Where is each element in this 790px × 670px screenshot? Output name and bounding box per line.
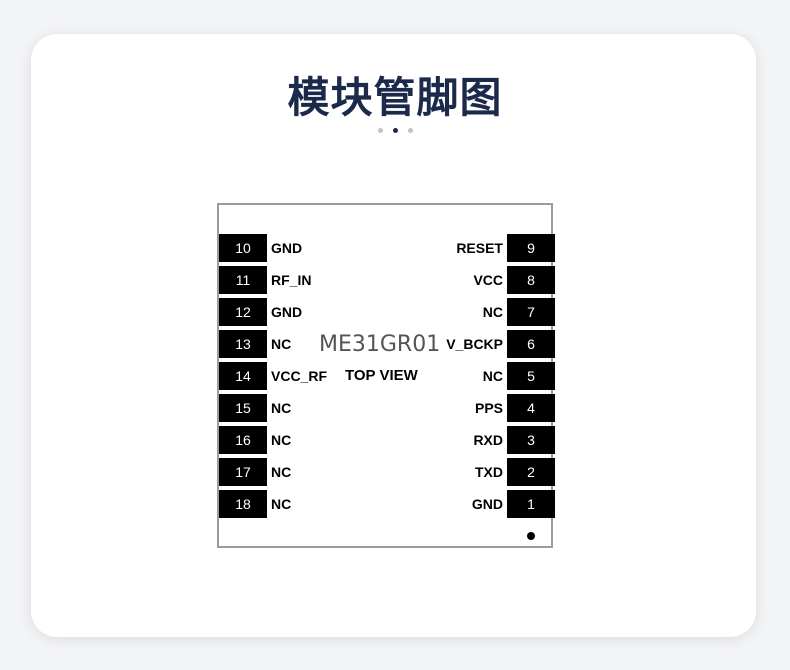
pin-label-right: NC (482, 368, 503, 384)
pin-label-right: RESET (456, 240, 503, 256)
page-title: 模块管脚图 (287, 73, 503, 122)
pin-label-right: RXD (473, 432, 503, 448)
pin-number-left: 15 (219, 394, 267, 422)
chip-outline (217, 203, 553, 548)
pin-number-left: 16 (219, 426, 267, 454)
pin-label-left: GND (271, 240, 303, 256)
pin-number-right: 2 (507, 458, 555, 486)
pin-label-left: RF_IN (271, 272, 312, 288)
pin-number-right: 9 (507, 234, 555, 262)
pin-label-left: GND (271, 304, 303, 320)
pin-label-right: PPS (474, 400, 503, 416)
pin-number-left: 10 (219, 234, 267, 262)
carousel-dot-2[interactable] (392, 128, 398, 133)
pin-number-left: 14 (219, 362, 267, 390)
pin-label-left: NC (271, 496, 292, 512)
pin-number-right: 7 (507, 298, 555, 326)
pin-number-left: 11 (219, 266, 267, 294)
pin-label-left: NC (271, 464, 292, 480)
pin-label-right: TXD (475, 464, 503, 480)
carousel-dots (0, 128, 790, 133)
pin1-marker (527, 532, 535, 540)
pin-label-left: VCC_RF (271, 368, 328, 384)
pin-number-right: 4 (507, 394, 555, 422)
pin-label-right: VCC (473, 272, 503, 288)
carousel-dot-1[interactable] (377, 128, 383, 133)
pin-label-right: NC (482, 304, 503, 320)
pin-label-left: NC (271, 336, 292, 352)
chip-view-label: TOP VIEW (345, 367, 418, 384)
carousel-dot-3[interactable] (407, 128, 413, 133)
pin-label-left: NC (271, 432, 292, 448)
pin-number-right: 5 (507, 362, 555, 390)
pin-number-right: 1 (507, 490, 555, 518)
pin-number-right: 3 (507, 426, 555, 454)
pin-number-left: 18 (219, 490, 267, 518)
pin-number-left: 13 (219, 330, 267, 358)
chip-model: ME31GR01 (319, 332, 441, 357)
pin-number-right: 8 (507, 266, 555, 294)
pin-number-left: 17 (219, 458, 267, 486)
pin-label-right: GND (471, 496, 503, 512)
pin-number-right: 6 (507, 330, 555, 358)
pin-label-left: NC (271, 400, 292, 416)
pin-number-left: 12 (219, 298, 267, 326)
pin-label-right: V_BCKP (446, 336, 503, 352)
